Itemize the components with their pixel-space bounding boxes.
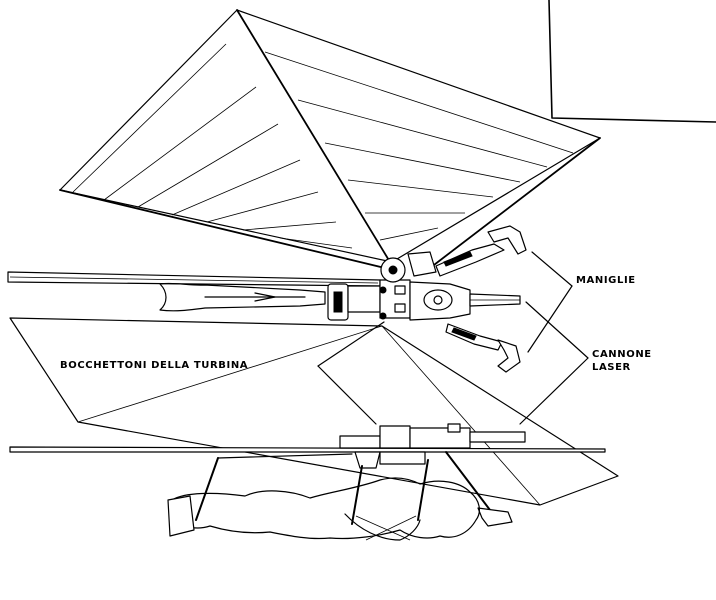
label-laser-cannon-line1: CANNONE bbox=[592, 349, 652, 360]
inset-frame bbox=[548, 0, 716, 123]
leader-lines bbox=[317, 251, 589, 425]
pilot-side bbox=[167, 477, 480, 541]
label-handles: MANIGLIE bbox=[576, 275, 636, 286]
lower-wing-sail bbox=[9, 317, 619, 506]
label-laser-cannon-line2: LASER bbox=[592, 362, 631, 373]
central-fuselage bbox=[327, 251, 521, 321]
handle-upper bbox=[435, 225, 527, 277]
left-boom bbox=[7, 271, 381, 287]
pilot-legs-top bbox=[159, 282, 326, 312]
side-view-glider bbox=[9, 423, 606, 541]
top-view-glider bbox=[7, 9, 619, 506]
upper-wing-sail bbox=[59, 9, 601, 269]
label-turbine-nozzles: BOCCHETTONI DELLA TURBINA bbox=[60, 360, 248, 371]
handle-lower bbox=[445, 323, 521, 373]
